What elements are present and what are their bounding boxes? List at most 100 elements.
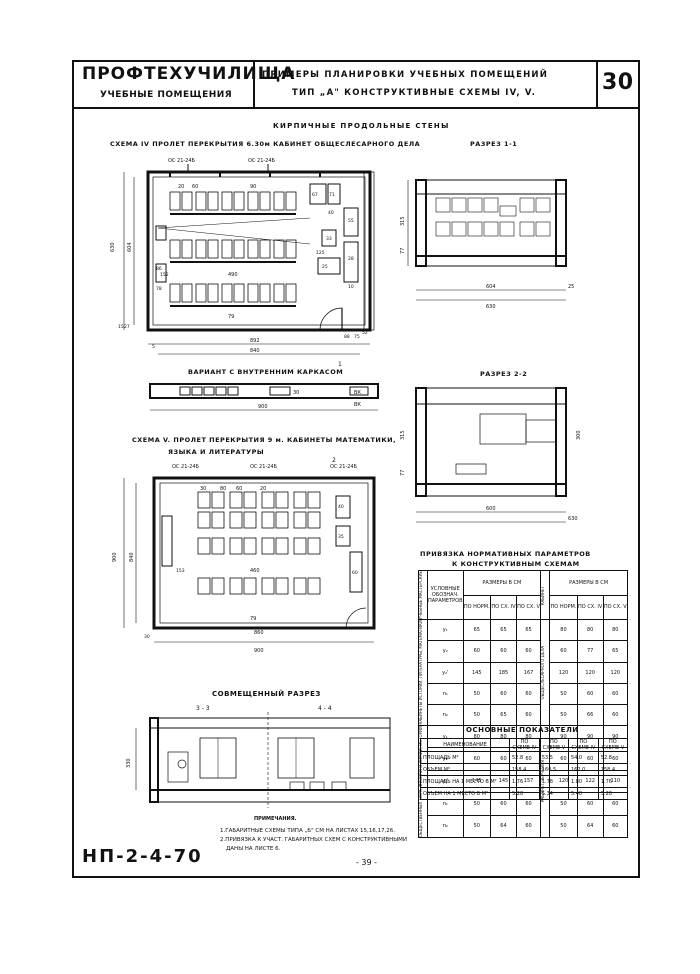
main-cell: 160.5 — [538, 763, 569, 776]
scheme4-dim-23: 27 — [124, 324, 130, 330]
sheet-frame — [72, 60, 640, 878]
combined-dim: 330 — [126, 758, 132, 768]
header-subtitle-left: УЧЕБНЫЕ ПОМЕЩЕНИЯ — [100, 90, 233, 100]
table-row: ПЛОЩАДЬ М² 52.8 53.5 54.0 52.8 — [420, 751, 629, 764]
variant-label-a: 30 — [293, 390, 299, 396]
main-cell: ОБЪЕМ НА 1 МЕСТО В М³ — [420, 787, 510, 800]
scheme5-title-2: ЯЗЫКА И ЛИТЕРАТУРЫ — [168, 448, 265, 456]
scheme4-dim-16: 152 — [160, 272, 169, 278]
main-head-cell: ПО СХЕМЕ V — [597, 738, 629, 752]
scheme5-dim-15: 60 — [352, 570, 358, 576]
norm-sub-a-left: ПО НОРМ. — [462, 594, 492, 621]
main-cell: 1.80 — [567, 775, 599, 788]
norm-cell: 185 — [490, 661, 517, 684]
scheme5-dim-5: 79 — [250, 616, 256, 622]
main-head-cell: НАИМЕНОВАНИЕ — [420, 738, 510, 752]
main-cell: 5.34 — [538, 787, 569, 800]
scheme5-dim-3: 60 — [236, 486, 242, 492]
scheme4-dim-8: 630 — [110, 242, 116, 252]
scheme4-dim-10: 67 — [312, 192, 318, 198]
norm-cell: 60 — [576, 682, 604, 705]
main-cell: 5.40 — [567, 787, 599, 800]
scheme4-dim-3: 90 — [250, 184, 256, 190]
table-header-row: НАИМЕНОВАНИЕ ПО СХЕМЕ IV ПО СХЕМЕ V ПО С… — [420, 738, 629, 752]
norm-cell: 50 — [549, 703, 578, 726]
scheme4-dim-2: 60 — [192, 184, 198, 190]
header-title-center-2: ТИП „А" КОНСТРУКТИВНЫЕ СХЕМЫ IV, V. — [292, 88, 537, 98]
norm-cell: 64 — [490, 814, 517, 839]
norm-cell: 145 — [462, 661, 492, 684]
norm-cell: у₂' — [427, 661, 464, 684]
main-cell: 162.0 — [567, 763, 599, 776]
main-head-cell: ПО СХЕМЕ IV — [509, 738, 540, 752]
main-cell: 54.0 — [567, 751, 599, 764]
scheme5-axis-c: ОС 21-24Б — [330, 464, 358, 470]
scheme4-title: СХЕМА IV ПРОЛЕТ ПЕРЕКРЫТИЯ 6.30м КАБИНЕТ… — [110, 140, 421, 148]
scheme4-dim-1: 20 — [178, 184, 184, 190]
main-cell: 1.78 — [538, 775, 569, 788]
scheme5-dim-9: 840 — [129, 552, 135, 562]
norm-right-group-1: КАБИНЕТ — [540, 585, 546, 605]
scheme4-dim-15: 28 — [348, 256, 354, 262]
norm-cell: 60 — [515, 640, 542, 663]
norm-cell: 65 — [515, 619, 542, 642]
notes-line-3: ДАНЫ НА ЛИСТЕ 6. — [226, 846, 281, 852]
norm-left-group-1: УЧЕБНЫЕ МАСТЕРСКИЕ — [418, 571, 423, 620]
main-cell: 5.28 — [597, 787, 629, 800]
scheme5-dim-14: 35 — [338, 534, 344, 540]
scheme4-axis-a: ОС 21-24Б — [168, 158, 196, 164]
main-cell: 1.76 — [509, 775, 540, 788]
norm-cell: 50 — [549, 814, 578, 839]
combined-left-mark: 3 - 3 — [196, 705, 210, 712]
section1-drawing: 604 630 25 315 77 — [400, 179, 574, 310]
norm-cell: у₁ — [427, 619, 464, 642]
variant-label-c: ВК — [354, 402, 361, 408]
scheme4-dim-24: 88 — [344, 334, 350, 340]
norm-sub-c-left: ПО СХ. V — [515, 594, 542, 621]
header-divider-2 — [596, 60, 598, 108]
norm-cell: 65 — [490, 619, 517, 642]
norm-cell: 60 — [549, 640, 578, 663]
scheme4-dim-26: 52 — [362, 330, 368, 336]
norm-cell: 60 — [490, 682, 517, 705]
norm-cell: 60 — [602, 814, 629, 839]
norm-cell: 64 — [576, 814, 604, 839]
scheme4-dim-14: 33 — [326, 236, 332, 242]
scheme5-dim-13: 40 — [338, 504, 344, 510]
scheme5-cut-mark: 2 — [332, 457, 336, 464]
norm-cell: 50 — [462, 682, 492, 705]
scheme4-dim-20: 86 — [156, 266, 162, 272]
scheme5-dim-12: 20 — [260, 486, 266, 492]
scheme4-dim-22: 15 — [118, 324, 124, 330]
notes-line-1: 1.ГАБАРИТНЫЕ СХЕМЫ ТИПА „Б" СМ НА ЛИСТАХ… — [220, 828, 396, 834]
notes-title: ПРИМЕЧАНИЯ. — [254, 816, 297, 822]
main-cell: ПЛОЩАДЬ НА 1 МЕСТО В М² — [420, 775, 510, 788]
norm-cell: 80 — [576, 619, 604, 642]
combined-section-drawing: 330 — [126, 712, 391, 808]
norm-cell: 65 — [490, 703, 517, 726]
section2-dim-a: 600 — [486, 506, 496, 512]
scheme4-dim-19: 10 — [348, 284, 354, 290]
norm-cell: 65 — [602, 640, 629, 663]
norm-cell: 60 — [602, 703, 629, 726]
norm-cell: 60 — [515, 814, 542, 839]
norm-cell: 60 — [490, 640, 517, 663]
norm-cell: 120 — [602, 661, 629, 684]
section2-title: РАЗРЕЗ 2-2 — [480, 370, 528, 378]
variant-dim: 900 — [258, 404, 268, 410]
norm-cell: 80 — [549, 619, 578, 642]
section-title: КИРПИЧНЫЕ ПРОДОЛЬНЫЕ СТЕНЫ — [273, 122, 450, 130]
section1-dim-b: 630 — [486, 304, 496, 310]
scheme4-dim-9: 604 — [127, 242, 133, 252]
sheet-number: 30 — [602, 70, 634, 95]
norm-left-group-2: КАБИНЕТЫ ИСТОРИИ, ЛИТЕРАТУРЫ, МАТЕМАТИКИ — [418, 620, 423, 725]
norm-head-sizes-left: РАЗМЕРЫ В СМ — [462, 570, 542, 596]
main-cell: 158.4 — [509, 763, 540, 776]
norm-sub-c-right: ПО СХ. V — [602, 594, 629, 621]
norm-cell: 50 — [462, 703, 492, 726]
table-row: ОБЪЕМ НА 1 МЕСТО В М³ 5.28 5.34 5.40 5.2… — [420, 787, 629, 800]
norm-head-sizes-right: РАЗМЕРЫ В СМ — [549, 570, 628, 596]
norm-cell: 60 — [602, 682, 629, 705]
